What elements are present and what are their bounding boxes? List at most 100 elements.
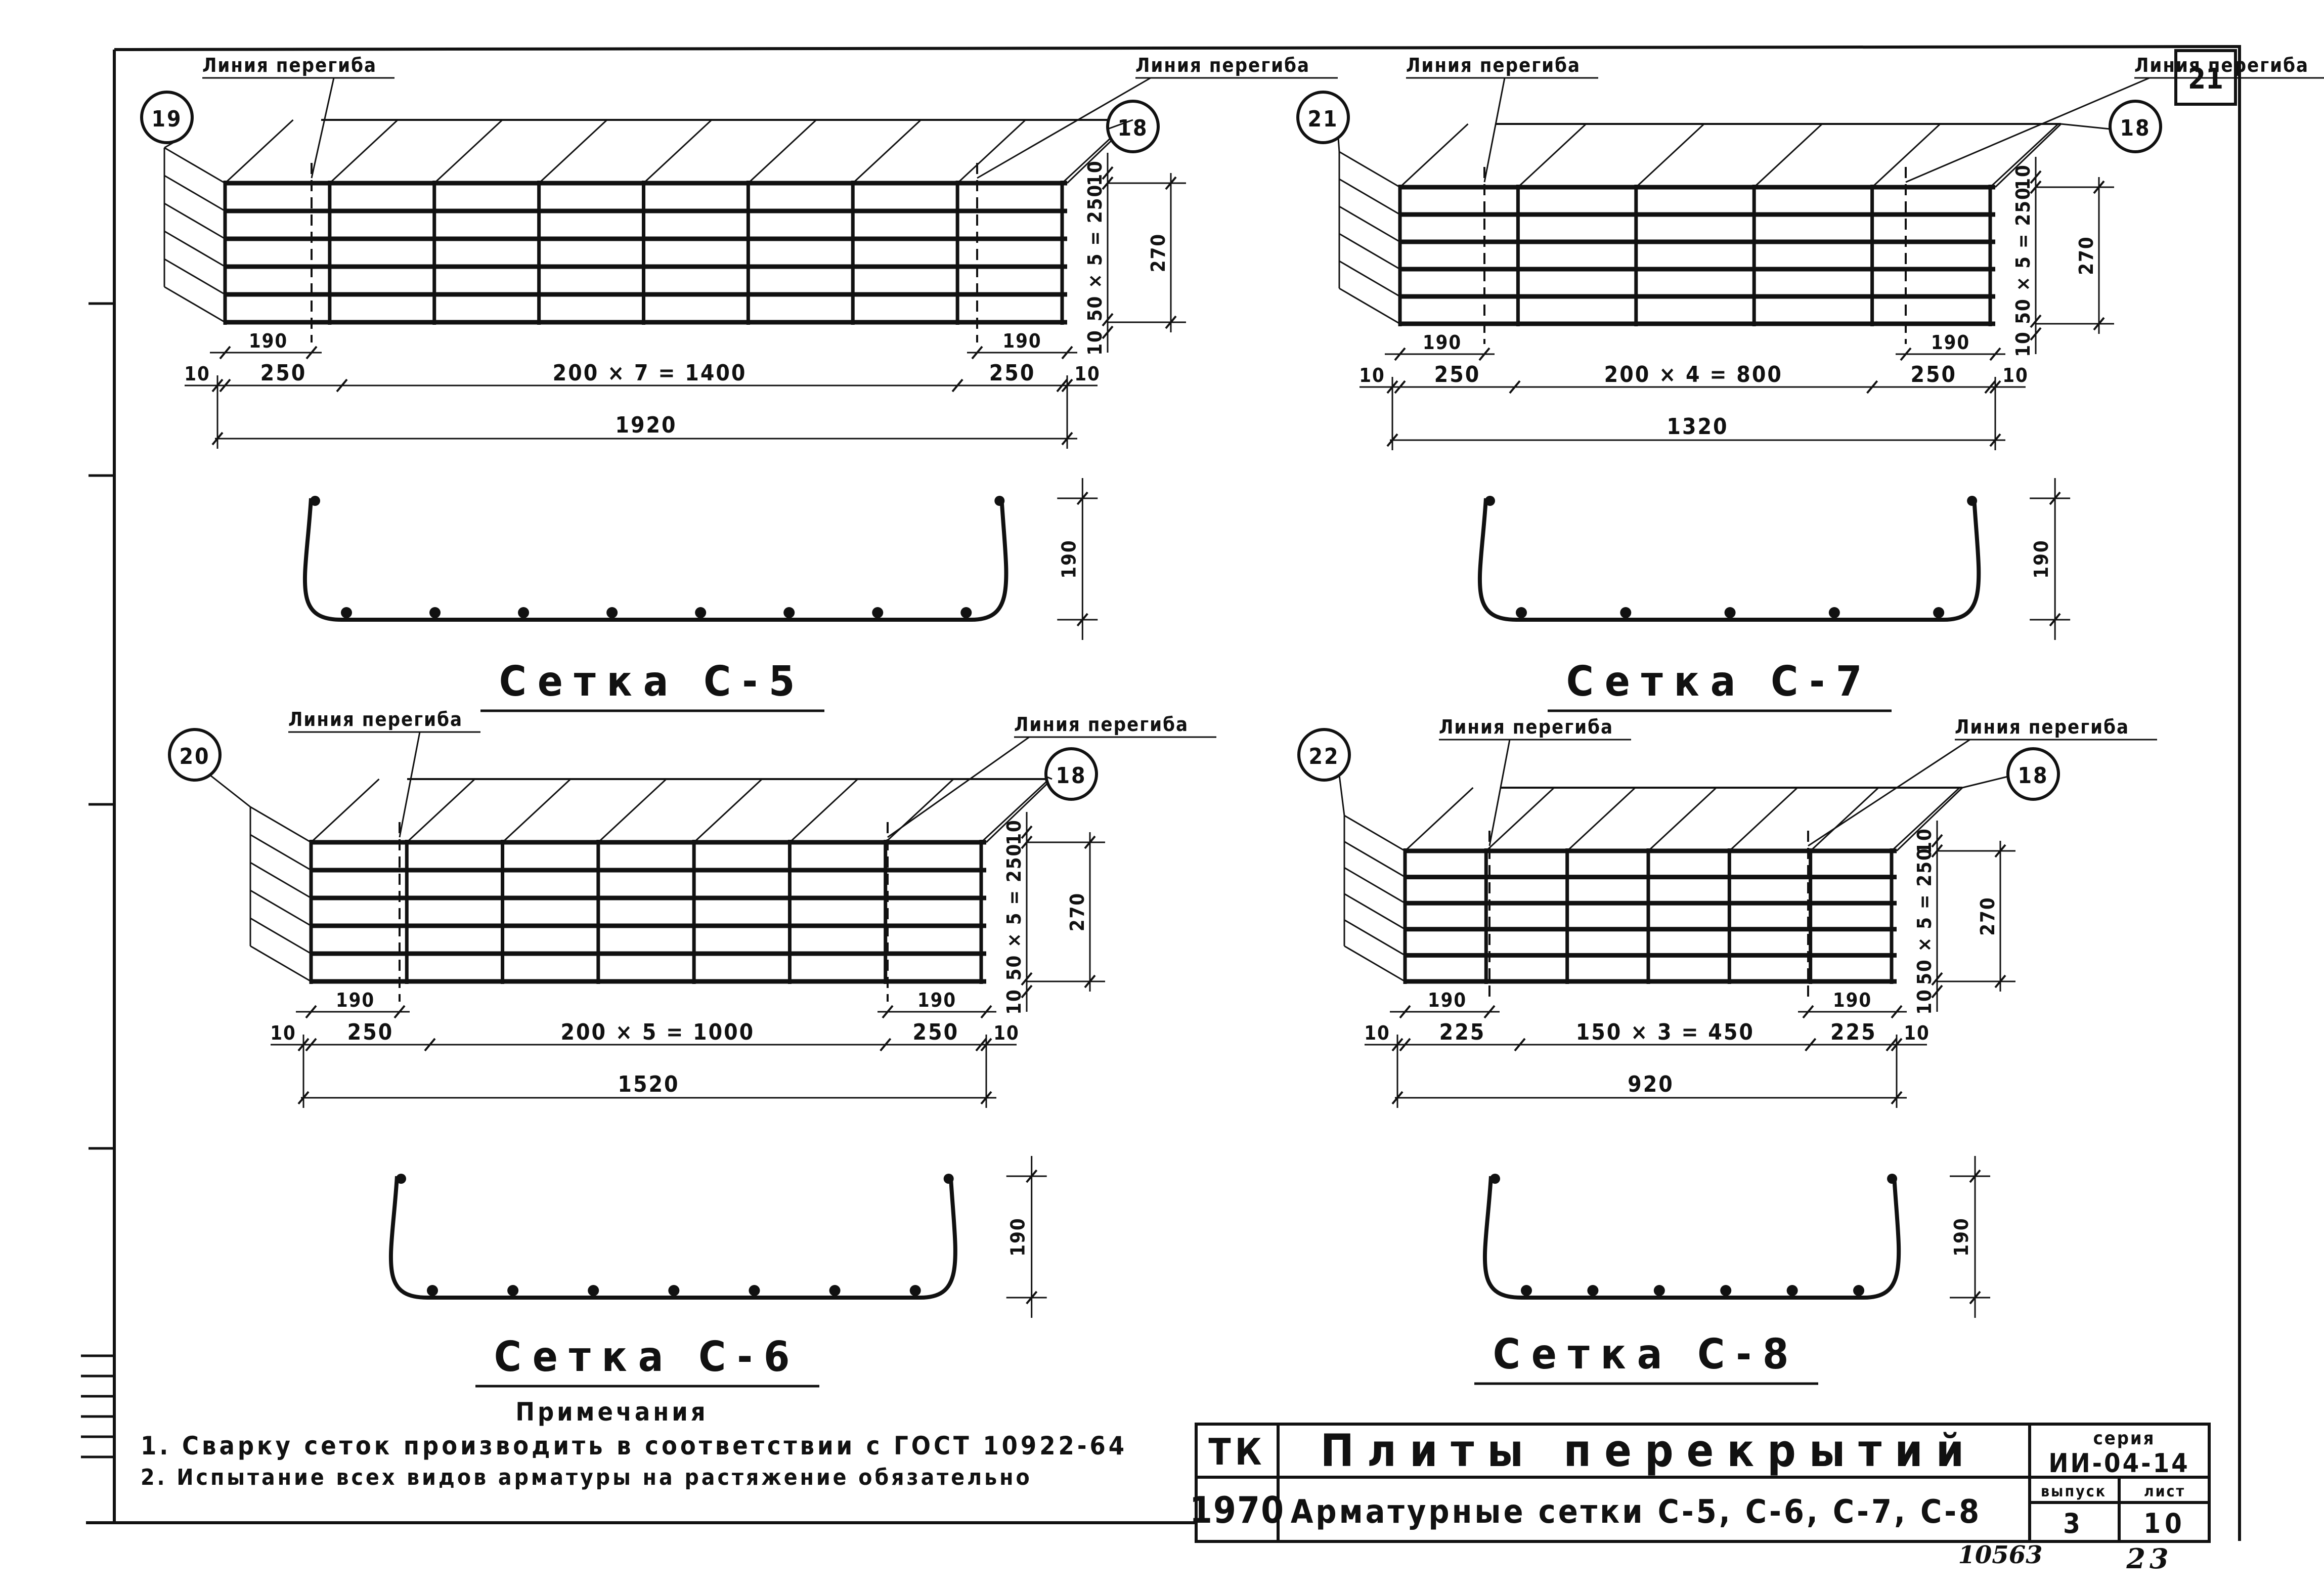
section-bar-dot — [872, 607, 884, 618]
dim-tick — [1885, 1038, 1898, 1052]
flange-bar — [224, 119, 294, 184]
bend-label: Линия перегиба — [1955, 716, 2129, 738]
dim-vertical-edge-top: 10 — [2012, 164, 2034, 190]
flange-bar — [538, 119, 608, 184]
dim-tick — [951, 378, 963, 393]
section-bar-dot — [829, 1285, 841, 1296]
bend-leader — [1483, 77, 1506, 183]
position-marker: 18 — [2006, 747, 2060, 801]
dim-tick — [2030, 170, 2042, 184]
flange-bar — [1871, 123, 1941, 188]
handwritten-numbers: 10563 23 — [1958, 1541, 2172, 1575]
meshes-layer: 19 18 Линия перегиба Линия перегиба 190 190 10… — [140, 54, 2324, 1388]
marker-number: 18 — [2018, 763, 2048, 789]
dim-tick — [393, 1005, 406, 1019]
flange-bar — [433, 119, 503, 184]
dim-edge-left: 10 — [270, 1022, 296, 1044]
sheet-frame — [86, 45, 2241, 1541]
bend-label: Линия перегиба — [288, 708, 463, 731]
dim-tick — [1805, 1038, 1817, 1052]
side-flange-bar — [250, 889, 312, 927]
flange-bar — [1404, 787, 1474, 852]
flange-bar — [329, 119, 399, 184]
bend-label: Линия перегиба — [1014, 713, 1189, 736]
side-flange-bar — [1344, 841, 1406, 878]
flange-bar — [1729, 787, 1798, 852]
dim-vertical-total: 270 — [1147, 233, 1169, 272]
position-marker: 21 — [1296, 91, 1350, 144]
position-marker: 20 — [168, 728, 222, 782]
dim-edge-right: 10 — [1904, 1022, 1930, 1044]
dim-tick — [1478, 347, 1490, 361]
dim-total: 1320 — [1667, 414, 1728, 440]
marker-leader — [1045, 776, 1053, 780]
marker-leader — [1962, 776, 2008, 789]
dim-section-height: 190 — [1007, 1217, 1029, 1256]
dim-right-bend: 190 — [917, 989, 956, 1011]
issue-label: выпуск — [2041, 1483, 2107, 1500]
title-block-org: ТК — [1208, 1431, 1265, 1473]
dim-right-end: 250 — [1910, 362, 1957, 388]
dim-tick — [1165, 176, 1177, 190]
dim-vertical-edge-bottom: 10 — [1003, 989, 1025, 1015]
binding-marks — [81, 302, 114, 1458]
dim-tick — [1391, 1091, 1404, 1105]
flange-bar — [310, 778, 380, 843]
title-block: ТК 1970 Плиты перекрытий Арматурные сетк… — [1190, 1423, 2211, 1543]
dim-edge-right: 10 — [993, 1022, 1020, 1044]
side-flange-bar — [1339, 151, 1400, 188]
flange-bar — [1485, 787, 1555, 852]
marker-circle — [1044, 747, 1098, 801]
marker-number: 21 — [1307, 106, 1338, 132]
dim-edge-left: 10 — [184, 363, 210, 385]
section-bar-dot — [1521, 1285, 1532, 1296]
marker-leader — [1107, 119, 1133, 130]
flange-bar — [885, 778, 954, 843]
dim-left-end: 250 — [260, 360, 307, 386]
dim-tick — [1061, 432, 1073, 446]
dim-tick — [1026, 1291, 1038, 1305]
side-flange-bar — [1344, 945, 1406, 982]
dim-vertical-bars: 50 × 5 = 250 — [2012, 187, 2034, 324]
dim-tick — [1102, 313, 1114, 327]
section-bar-dot — [606, 607, 618, 618]
flange-bar — [985, 778, 1053, 843]
dim-vertical-edge-top: 10 — [1003, 819, 1025, 845]
dim-tick — [211, 432, 224, 446]
dim-tick — [1891, 1005, 1903, 1019]
flange-bar — [693, 778, 763, 843]
side-flange-bar — [1339, 205, 1400, 243]
dim-tick — [2030, 327, 2042, 341]
mesh-caption: Сетка С-5 — [499, 658, 806, 706]
dim-tick — [1076, 613, 1088, 627]
flange-bar — [1647, 787, 1717, 852]
dim-left-end: 250 — [347, 1019, 394, 1045]
section-bar-dot — [994, 496, 1005, 506]
section-bar-dot — [1620, 607, 1632, 618]
section-bar-dot — [1720, 1285, 1732, 1296]
dim-tick — [1514, 1038, 1526, 1052]
bend-label: Линия перегиба — [1439, 716, 1613, 738]
flange-bar — [748, 119, 817, 184]
section-bar-dot — [1828, 607, 1840, 618]
page-number: 23 — [2126, 1542, 2172, 1575]
dim-tick — [305, 346, 318, 360]
marker-circle — [1296, 91, 1350, 144]
position-marker: 19 — [140, 91, 194, 144]
flange-bar — [789, 778, 858, 843]
dim-right-end: 250 — [913, 1019, 959, 1045]
dim-tick — [219, 378, 231, 393]
section-bar-dot — [749, 1285, 760, 1296]
marker-leader — [2060, 123, 2111, 130]
dim-edge-right: 10 — [1074, 363, 1101, 385]
position-marker: 18 — [1044, 747, 1098, 801]
mesh-caption: Сетка С-8 — [1493, 1330, 1800, 1379]
flange-bar — [1994, 123, 2062, 188]
dim-tick — [424, 1038, 436, 1052]
dim-tick — [1084, 835, 1096, 849]
dim-tick — [1399, 1038, 1411, 1052]
dim-tick — [882, 1005, 894, 1019]
marker-circle — [140, 91, 194, 144]
